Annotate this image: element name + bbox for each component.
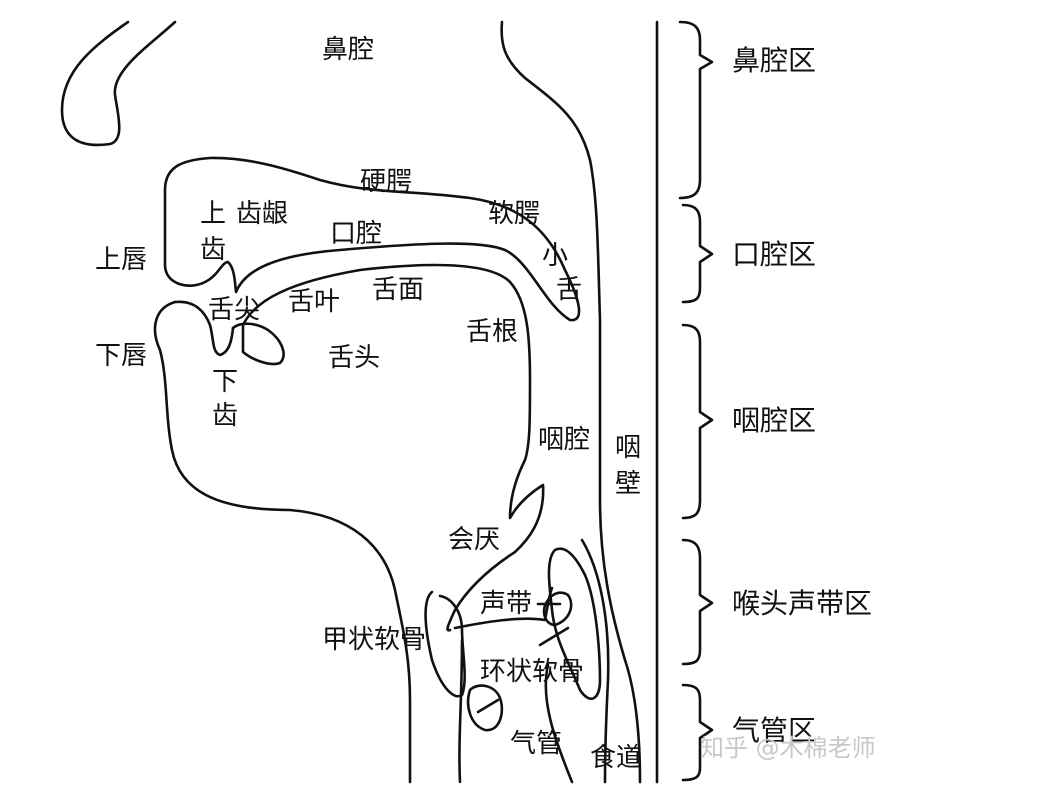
- label-upper-lip: 上唇: [95, 245, 147, 275]
- label-tongue-root: 舌根: [466, 317, 518, 347]
- label-upper-teeth-1: 上: [200, 199, 226, 229]
- label-oral-cavity: 口腔: [330, 219, 382, 249]
- label-cricoid-cartilage: 环状软骨: [480, 657, 584, 687]
- label-tongue-body: 舌头: [328, 343, 380, 373]
- label-tongue-surface: 舌面: [372, 275, 424, 305]
- label-esophagus: 食道: [590, 743, 642, 773]
- watermark-text: 知乎 @木棉老师: [700, 734, 876, 762]
- zone-label-oral: 口腔区: [732, 238, 816, 271]
- trachea-front-outline: [458, 638, 464, 784]
- lower-teeth-outline: [173, 300, 235, 357]
- label-pharyngeal-wall-1: 咽: [615, 433, 641, 463]
- cricoid-outline: [466, 684, 504, 732]
- label-lower-teeth-1: 下: [212, 367, 238, 397]
- palate-outline: [163, 156, 581, 322]
- label-nasal-cavity: 鼻腔: [322, 35, 374, 65]
- label-pharynx: 咽腔: [538, 425, 590, 455]
- label-upper-teeth-2: 齿: [200, 235, 226, 265]
- cricoid-inner-outline: [542, 591, 573, 627]
- brace-trachea-zone: [681, 683, 714, 782]
- label-trachea: 气管: [510, 729, 562, 759]
- cricoid-pointer-upper: [538, 626, 570, 647]
- label-uvula-1: 小: [542, 241, 568, 271]
- label-tongue-tip: 舌尖: [208, 295, 260, 325]
- brace-pharynx-zone: [681, 323, 714, 520]
- label-vocal-cords: 声带: [480, 589, 532, 619]
- zone-label-trachea: 气管区: [732, 714, 816, 747]
- thyroid-cartilage-outline: [424, 590, 466, 698]
- brace-larynx-zone: [681, 538, 714, 666]
- label-soft-palate: 软腭: [488, 199, 540, 229]
- cricoid-pointer-lower: [476, 698, 500, 714]
- brace-oral-zone: [681, 203, 714, 304]
- label-uvula-2: 舌: [556, 275, 582, 305]
- label-hard-palate: 硬腭: [360, 167, 412, 197]
- label-lower-teeth-2: 齿: [212, 401, 238, 431]
- zone-label-larynx: 喉头声带区: [732, 587, 872, 620]
- arytenoid-outline: [547, 547, 602, 700]
- pharyngeal-wall-outline: [500, 20, 642, 784]
- brace-nasal-zone: [678, 20, 714, 200]
- label-epiglottis: 会厌: [448, 525, 500, 555]
- zone-label-pharynx: 咽腔区: [732, 404, 816, 437]
- esophagus-front-outline: [580, 538, 610, 784]
- label-thyroid-cartilage: 甲状软骨: [322, 625, 426, 655]
- zone-label-nasal: 鼻腔区: [732, 44, 816, 77]
- label-gums: 齿龈: [236, 199, 288, 229]
- trachea-back-outline: [544, 663, 574, 784]
- tongue-outline: [231, 263, 545, 632]
- lower-lip-chin-outline: [153, 300, 412, 784]
- nose-outline: [60, 20, 177, 147]
- label-pharyngeal-wall-2: 壁: [615, 469, 641, 499]
- label-lower-lip: 下唇: [95, 341, 147, 371]
- label-tongue-blade: 舌叶: [288, 287, 340, 317]
